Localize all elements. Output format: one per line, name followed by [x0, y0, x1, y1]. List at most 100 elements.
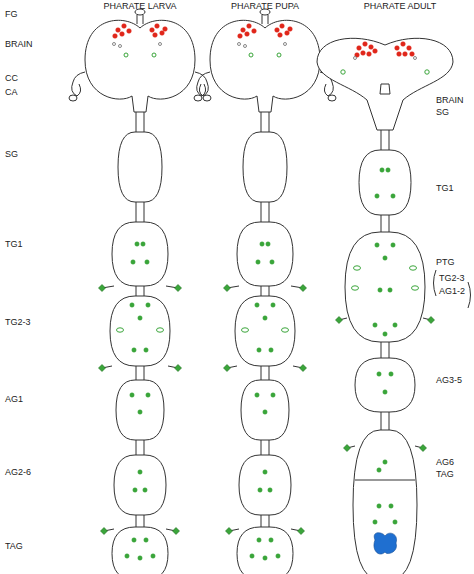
- open-cell-marker: [242, 328, 249, 332]
- row-label: TG2-3: [439, 274, 465, 283]
- row-label: SG: [5, 150, 18, 159]
- cell-marker: [403, 52, 408, 57]
- cell-marker: [377, 372, 381, 376]
- connective-line: [144, 202, 145, 222]
- cell-marker: [113, 34, 118, 39]
- cell-marker: [256, 260, 260, 264]
- cell-marker: [132, 538, 136, 542]
- connective-line: [136, 366, 137, 380]
- cell-marker: [276, 554, 280, 558]
- cell-marker: [132, 348, 136, 352]
- abdominal-ganglion: [241, 380, 289, 440]
- row-label: TAG: [5, 542, 23, 551]
- open-cell-marker: [412, 286, 419, 290]
- cell-marker: [271, 393, 275, 397]
- cell-marker: [383, 460, 387, 464]
- cell-marker: [373, 49, 378, 54]
- cell-marker: [269, 538, 273, 542]
- open-cell-marker: [238, 43, 241, 46]
- cell-marker: [130, 393, 134, 397]
- open-cell-marker: [425, 70, 429, 74]
- connective-line: [261, 440, 262, 455]
- connective-line: [261, 202, 262, 222]
- cell-marker: [395, 46, 400, 51]
- cell-marker: [151, 554, 155, 558]
- cell-marker: [377, 504, 381, 508]
- cell-marker: [388, 288, 392, 292]
- nerve-cell-marker: [300, 365, 307, 372]
- thoracic-ganglion: [235, 296, 295, 366]
- terminal-abdominal-ganglion: [237, 527, 293, 574]
- cell-marker: [380, 168, 384, 172]
- oesophageal-foramen: [380, 84, 390, 94]
- cell-marker: [383, 390, 387, 394]
- row-label: CC: [5, 74, 18, 83]
- cell-marker: [375, 194, 379, 198]
- cell-marker: [285, 31, 290, 36]
- connective-line: [381, 412, 382, 430]
- connective-line: [136, 515, 137, 527]
- cell-marker: [367, 52, 372, 57]
- row-label: AG2-6: [5, 468, 31, 477]
- nerve-cell-marker: [300, 285, 307, 292]
- nerve-cell-marker: [99, 365, 106, 372]
- open-cell-marker: [354, 266, 361, 270]
- frontal-connective: [137, 15, 138, 24]
- thoracic-ganglion: [359, 150, 411, 215]
- row-label: AG1-2: [439, 287, 465, 296]
- cell-marker: [407, 46, 412, 51]
- nerve-cell-marker: [224, 365, 231, 372]
- terminal-abdominal-ganglion: [353, 430, 417, 574]
- nerve-cell-marker: [336, 317, 343, 324]
- cell-marker: [266, 242, 270, 246]
- open-cell-marker: [341, 70, 345, 74]
- blue-cell-cluster: [374, 533, 397, 554]
- cell-marker: [275, 28, 280, 33]
- connective-line: [144, 515, 145, 527]
- row-label: BRAIN: [5, 40, 33, 49]
- cell-marker: [135, 242, 139, 246]
- connective-line: [269, 515, 270, 527]
- open-cell-marker: [277, 53, 281, 57]
- open-cell-marker: [410, 266, 417, 270]
- row-label: BRAIN: [436, 96, 464, 105]
- open-cell-marker: [414, 57, 417, 60]
- cell-marker: [245, 32, 250, 37]
- cell-marker: [361, 51, 366, 56]
- cell-marker: [397, 52, 402, 57]
- abdominal-ganglion: [116, 380, 164, 440]
- cell-marker: [258, 488, 262, 492]
- connective-line: [261, 366, 262, 380]
- cell-marker: [401, 42, 406, 47]
- cell-marker: [288, 27, 293, 32]
- open-cell-marker: [117, 328, 124, 332]
- connective-line: [269, 440, 270, 455]
- pterothoracic-ganglion: [345, 232, 425, 342]
- row-label: AG1: [5, 395, 23, 404]
- open-cell-marker: [113, 43, 116, 46]
- column-header: PHARATE LARVA: [103, 2, 176, 11]
- cell-marker: [270, 260, 274, 264]
- cell-marker: [138, 556, 142, 560]
- cell-marker: [263, 556, 267, 560]
- row-label: CA: [5, 88, 18, 97]
- cell-marker: [268, 488, 272, 492]
- cell-marker: [393, 520, 397, 524]
- connective-line: [381, 215, 382, 232]
- connective-line: [269, 202, 270, 222]
- cell-marker: [386, 168, 390, 172]
- cell-marker: [393, 323, 397, 327]
- thoracic-ganglion: [237, 222, 293, 286]
- cell-marker: [116, 28, 121, 33]
- connective-line: [136, 202, 137, 222]
- cell-marker: [389, 372, 393, 376]
- connective-line: [144, 286, 145, 296]
- brain-outline: [210, 20, 320, 112]
- cell-marker: [363, 42, 368, 47]
- cell-marker: [389, 504, 393, 508]
- cell-marker: [145, 260, 149, 264]
- connective-line: [381, 342, 382, 358]
- corpora-cardiaca-allata: [72, 72, 85, 96]
